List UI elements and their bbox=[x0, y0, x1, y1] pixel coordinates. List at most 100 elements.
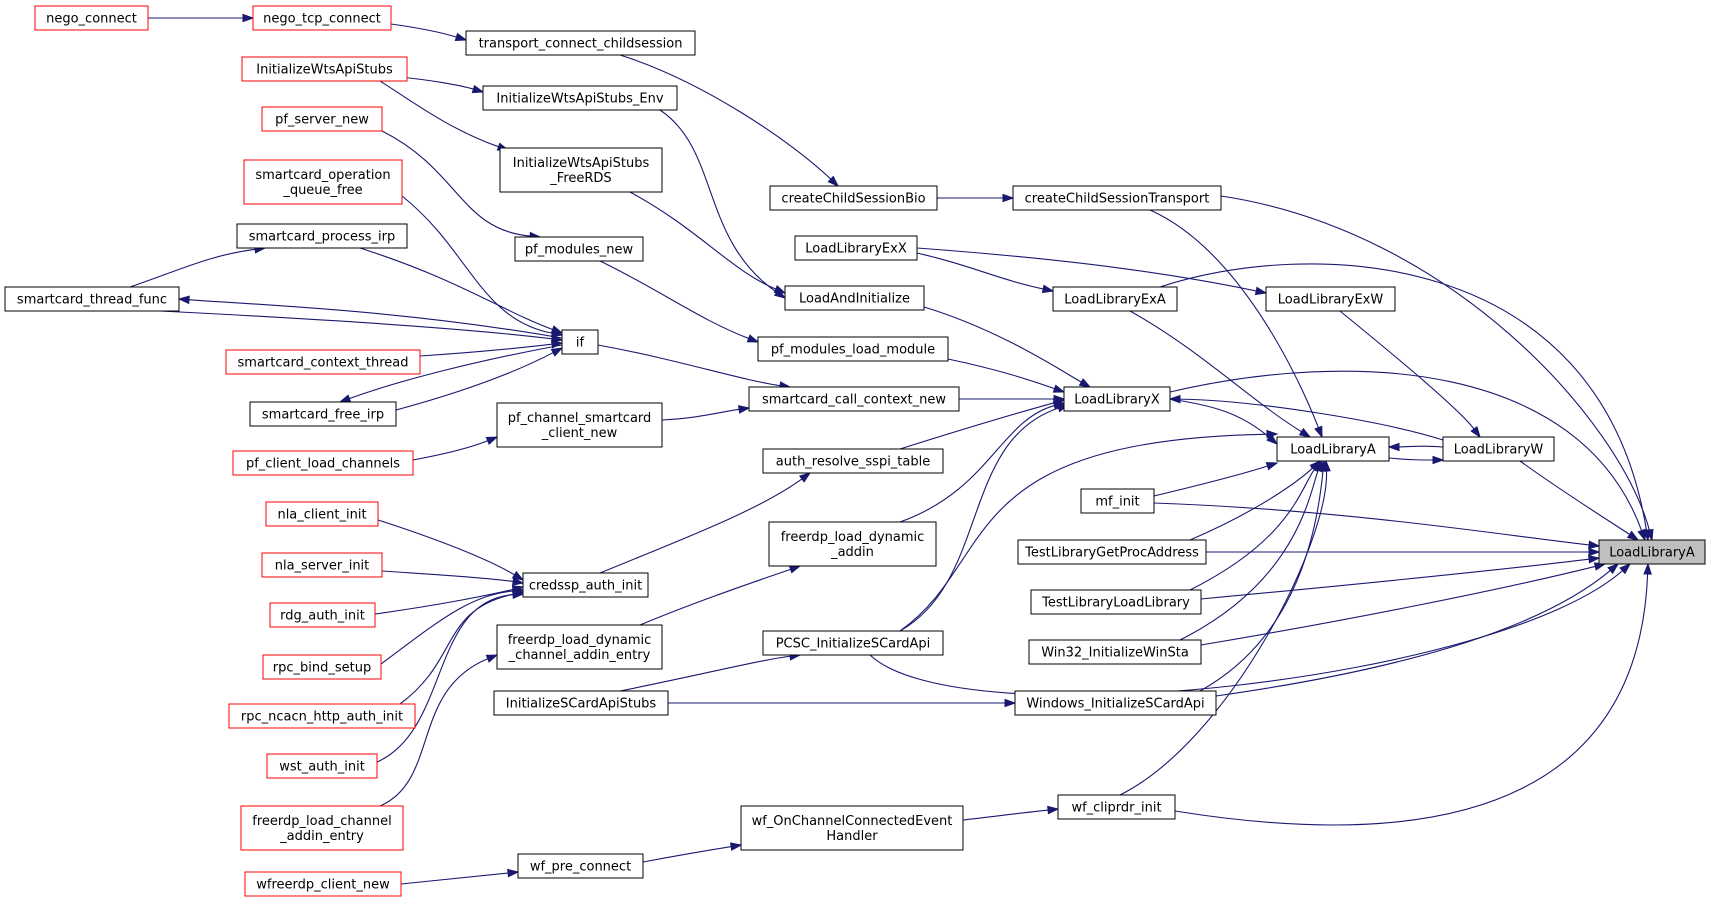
node-smartcard-call-context-new[interactable]: smartcard_call_context_new bbox=[748, 386, 960, 412]
node-auth-resolve-sspi-table[interactable]: auth_resolve_sspi_table bbox=[762, 448, 944, 474]
node-wf-pre-connect[interactable]: wf_pre_connect bbox=[517, 853, 644, 879]
node-win32-initializewinsta[interactable]: Win32_InitializeWinSta bbox=[1028, 639, 1202, 665]
node-credssp-auth-init[interactable]: credssp_auth_init bbox=[522, 572, 649, 598]
edge-wfreerdp-client-new-to-wf-pre-connect bbox=[400, 868, 520, 885]
node-wst-auth-init[interactable]: wst_auth_init bbox=[266, 753, 378, 779]
node-smartcard-context-thread[interactable]: smartcard_context_thread bbox=[225, 349, 421, 375]
node-rdg-auth-init[interactable]: rdg_auth_init bbox=[269, 602, 376, 628]
node-createchildsessionbio[interactable]: createChildSessionBio bbox=[769, 185, 938, 211]
node-box bbox=[269, 602, 376, 628]
edge-mf-init-to-loadlibrarya-mid bbox=[1153, 462, 1279, 497]
edge-line bbox=[187, 299, 563, 339]
node-wfreerdp-client-new[interactable]: wfreerdp_client_new bbox=[244, 871, 402, 897]
node-box bbox=[517, 853, 644, 879]
edge-line bbox=[1169, 370, 1643, 532]
edge-nla-client-init-to-credssp-auth-init bbox=[377, 519, 525, 581]
node-initializescardapistubs[interactable]: InitializeSCardApiStubs bbox=[493, 690, 669, 716]
edge-arrowhead bbox=[1643, 562, 1652, 575]
edge-arrowhead bbox=[1254, 286, 1268, 296]
node-label: pf_server_new bbox=[275, 113, 369, 128]
node-label: LoadLibraryA bbox=[1609, 546, 1695, 561]
node-label: InitializeWtsApiStubs_Env bbox=[496, 92, 663, 107]
nodes-layer: nego_connect nego_tcp_connect transport_co… bbox=[4, 5, 1706, 897]
node-smartcard-free-irp[interactable]: smartcard_free_irp bbox=[249, 401, 397, 427]
edge-testlibraryloadlibrary-to-loadlibrarya-root bbox=[1200, 554, 1601, 600]
node-freerdp-load-dynamic-channel-addin-entry[interactable]: freerdp_load_dynamic_channel_addin_entry bbox=[496, 624, 663, 670]
edge-arrowhead bbox=[729, 842, 743, 851]
node-label: nla_server_init bbox=[275, 559, 370, 574]
node-loadlibraryw[interactable]: LoadLibraryW bbox=[1442, 436, 1555, 462]
edge-arrowhead bbox=[1588, 554, 1601, 564]
node-nego-connect[interactable]: nego_connect bbox=[34, 5, 149, 31]
edge-arrowhead bbox=[1298, 427, 1312, 438]
node-label: _addin bbox=[830, 545, 874, 560]
node-nla-server-init[interactable]: nla_server_init bbox=[261, 552, 383, 578]
edge-loadlibraryw-to-loadlibraryx bbox=[1168, 394, 1444, 441]
node-loadandinitialize[interactable]: LoadAndInitialize bbox=[784, 285, 925, 311]
edge-arrowhead bbox=[485, 654, 499, 663]
node-box bbox=[762, 448, 944, 474]
edge-line bbox=[395, 351, 555, 411]
node-transport-connect-childsession[interactable]: transport_connect_childsession bbox=[465, 30, 696, 56]
node-label: smartcard_context_thread bbox=[238, 356, 409, 371]
node-freerdp-load-dynamic-addin[interactable]: freerdp_load_dynamic_addin bbox=[768, 521, 937, 567]
node-loadlibrarya-root[interactable]: LoadLibraryA bbox=[1598, 539, 1706, 565]
node-pf-modules-new[interactable]: pf_modules_new bbox=[514, 236, 644, 262]
node-loadlibraryx[interactable]: LoadLibraryX bbox=[1063, 386, 1171, 412]
edge-arrowhead bbox=[550, 347, 564, 357]
node-createchildsessiontransport[interactable]: createChildSessionTransport bbox=[1012, 185, 1222, 211]
node-pf-server-new[interactable]: pf_server_new bbox=[261, 106, 383, 132]
node-if[interactable]: if bbox=[561, 329, 599, 355]
node-smartcard-thread-func[interactable]: smartcard_thread_func bbox=[4, 286, 180, 312]
edge-arrowhead bbox=[512, 590, 525, 599]
node-box bbox=[225, 349, 421, 375]
edge-line bbox=[1129, 310, 1303, 433]
node-smartcard-process-irp[interactable]: smartcard_process_irp bbox=[236, 223, 408, 249]
node-freerdp-load-channel-addin-entry[interactable]: freerdp_load_channel_addin_entry bbox=[240, 805, 404, 851]
node-nla-client-init[interactable]: nla_client_init bbox=[265, 501, 379, 527]
node-label: InitializeWtsApiStubs bbox=[513, 156, 650, 171]
node-smartcard-operation-queue-free[interactable]: smartcard_operation_queue_free bbox=[243, 159, 403, 205]
node-label: TestLibraryLoadLibrary bbox=[1041, 596, 1190, 611]
node-initializewtsapistubs-freerds[interactable]: InitializeWtsApiStubs_FreeRDS bbox=[499, 147, 663, 193]
node-box bbox=[1017, 539, 1207, 565]
edge-smartcard-operation-queue-free-to-if bbox=[401, 195, 564, 338]
node-loadlibraryexw[interactable]: LoadLibraryExW bbox=[1265, 286, 1396, 312]
node-loadlibrarya-mid[interactable]: LoadLibraryA bbox=[1276, 436, 1390, 462]
edge-loadlibraryexa-to-loadlibrarya-mid bbox=[1129, 310, 1312, 438]
node-pf-client-load-channels[interactable]: pf_client_load_channels bbox=[232, 450, 414, 476]
edge-windows-initializescardapi-to-loadlibrarya-root bbox=[1215, 563, 1620, 697]
node-label: createChildSessionBio bbox=[781, 192, 925, 207]
node-initializewtsapistubs[interactable]: InitializeWtsApiStubs bbox=[241, 56, 408, 82]
edge-smartcard-free-irp-to-if bbox=[395, 347, 564, 411]
edge-line bbox=[1189, 468, 1316, 591]
node-rpc-bind-setup[interactable]: rpc_bind_setup bbox=[262, 654, 382, 680]
node-testlibrarygetprocaddress[interactable]: TestLibraryGetProcAddress bbox=[1017, 539, 1207, 565]
edge-line bbox=[379, 657, 489, 807]
edge-initializewtsapistubs-env-to-loadandinitialize bbox=[659, 109, 787, 299]
node-box bbox=[249, 401, 397, 427]
node-pf-channel-smartcard-client-new[interactable]: pf_channel_smartcard_client_new bbox=[496, 402, 663, 448]
node-pcsc-initializescardapi[interactable]: PCSC_InitializeSCardApi bbox=[762, 630, 944, 656]
node-testlibraryloadlibrary[interactable]: TestLibraryLoadLibrary bbox=[1030, 589, 1202, 615]
node-label: wfreerdp_client_new bbox=[256, 878, 390, 893]
edge-line bbox=[390, 23, 458, 38]
edge-arrowhead bbox=[1432, 455, 1445, 465]
node-pf-modules-load-module[interactable]: pf_modules_load_module bbox=[757, 336, 949, 362]
node-rpc-ncacn-http-auth-init[interactable]: rpc_ncacn_http_auth_init bbox=[228, 703, 416, 729]
edge-line bbox=[1174, 572, 1649, 826]
node-loadlibraryexa[interactable]: LoadLibraryExA bbox=[1052, 286, 1178, 312]
node-mf-init[interactable]: mf_init bbox=[1080, 488, 1155, 514]
node-loadlibraryexx[interactable]: LoadLibraryExX bbox=[794, 235, 918, 261]
node-initializewtsapistubs-env[interactable]: InitializeWtsApiStubs_Env bbox=[482, 85, 678, 111]
node-windows-initializescardapi[interactable]: Windows_InitializeSCardApi bbox=[1014, 690, 1217, 716]
node-box bbox=[493, 690, 669, 716]
node-box bbox=[769, 185, 938, 211]
node-wf-cliprdr-init[interactable]: wf_cliprdr_init bbox=[1057, 794, 1176, 820]
node-box bbox=[4, 286, 180, 312]
node-nego-tcp-connect[interactable]: nego_tcp_connect bbox=[252, 5, 392, 31]
node-label: transport_connect_childsession bbox=[479, 37, 683, 52]
edge-credssp-auth-init-to-auth-resolve-sspi-table bbox=[599, 472, 812, 574]
